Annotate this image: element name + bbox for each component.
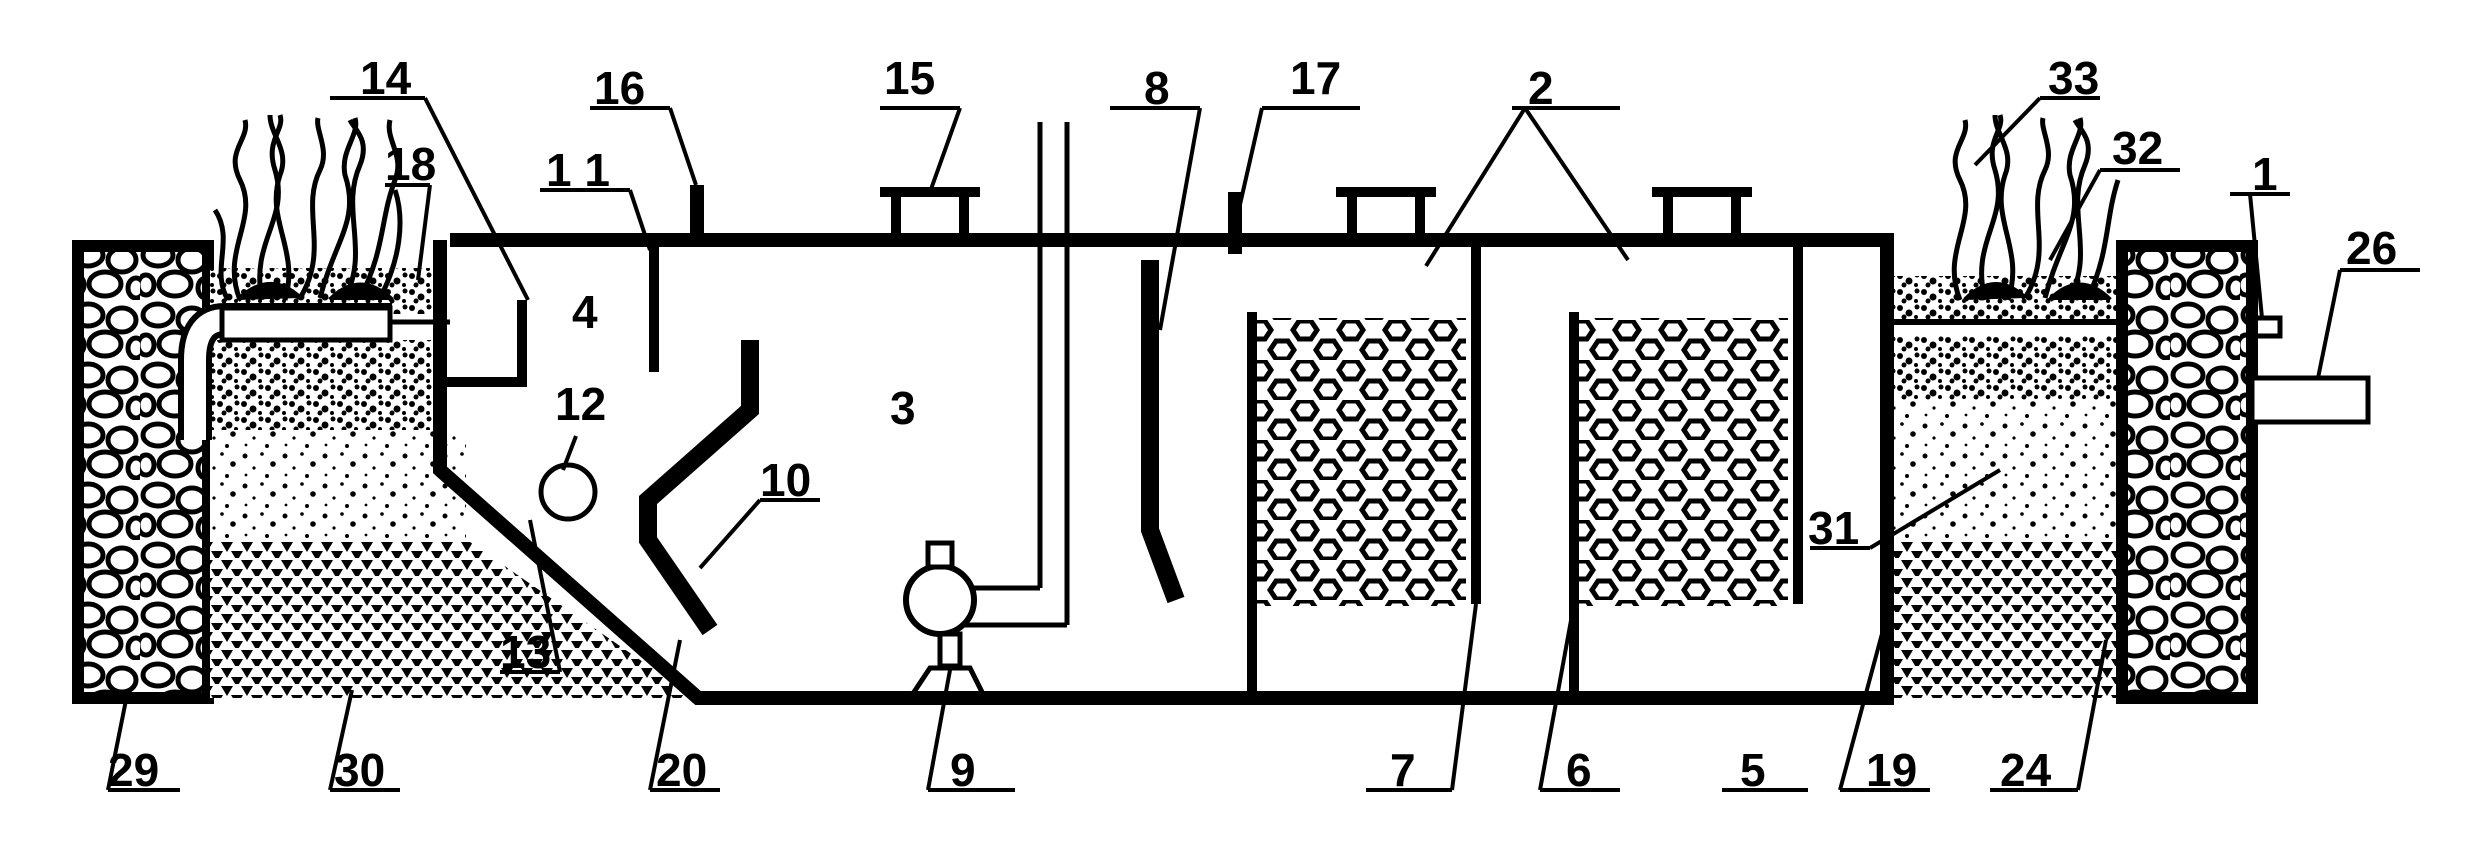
label-6: 6 <box>1566 744 1592 796</box>
label-32: 32 <box>2112 122 2163 174</box>
labels: 1 2 3 4 5 6 7 8 9 10 1 1 12 13 14 15 16 … <box>108 52 2397 796</box>
left-wetland <box>72 240 695 704</box>
label-15: 15 <box>884 52 935 104</box>
left-plants <box>212 114 403 302</box>
label-29: 29 <box>108 744 159 796</box>
label-20: 20 <box>656 744 707 796</box>
pump-9 <box>903 122 1070 700</box>
right-sand-layer <box>1894 400 2120 542</box>
left-stone-wall <box>72 240 214 704</box>
leader-lines <box>106 96 2420 792</box>
left-bottom-layer <box>210 542 695 698</box>
label-9: 9 <box>950 744 976 796</box>
inclined-baffle-10 <box>639 340 759 636</box>
outlet-pipe-26 <box>2249 375 2371 425</box>
label-5: 5 <box>1740 744 1766 796</box>
label-16: 16 <box>594 62 645 114</box>
label-1: 1 <box>2252 148 2278 200</box>
label-10: 10 <box>760 454 811 506</box>
label-13: 13 <box>500 626 551 678</box>
right-gravel-layer <box>1894 336 2120 400</box>
label-33: 33 <box>2048 52 2099 104</box>
manhole-b <box>1652 187 1752 240</box>
label-19: 19 <box>1866 744 1917 796</box>
component-12 <box>538 462 598 522</box>
label-24: 24 <box>2000 744 2052 796</box>
label-11: 1 1 <box>546 144 610 196</box>
label-14: 14 <box>360 52 412 104</box>
right-wetland <box>1894 240 2371 704</box>
label-26: 26 <box>2346 222 2397 274</box>
left-distribution-pipe <box>219 305 393 343</box>
baffle-14 <box>440 300 527 387</box>
vent-16 <box>690 185 704 247</box>
label-12: 12 <box>555 378 606 430</box>
label-8: 8 <box>1144 62 1170 114</box>
label-17: 17 <box>1290 52 1341 104</box>
pipe-8 <box>1141 260 1185 604</box>
inlet-15 <box>880 187 980 240</box>
right-stone-wall <box>2116 240 2258 704</box>
label-2: 2 <box>1528 62 1554 114</box>
label-31: 31 <box>1808 502 1859 554</box>
manhole-a <box>1336 187 1436 240</box>
filter-media-7 <box>1254 318 1466 606</box>
right-plants <box>1951 114 2121 302</box>
left-sand-layer <box>210 430 466 542</box>
filter-media-5 <box>1578 318 1788 606</box>
label-7: 7 <box>1390 744 1416 796</box>
label-30: 30 <box>334 744 385 796</box>
label-3: 3 <box>890 382 916 434</box>
right-bottom-layer <box>1894 542 2120 698</box>
main-tank <box>433 122 1894 705</box>
label-18: 18 <box>385 138 436 190</box>
left-gravel-layer <box>210 340 442 430</box>
label-4: 4 <box>572 286 598 338</box>
